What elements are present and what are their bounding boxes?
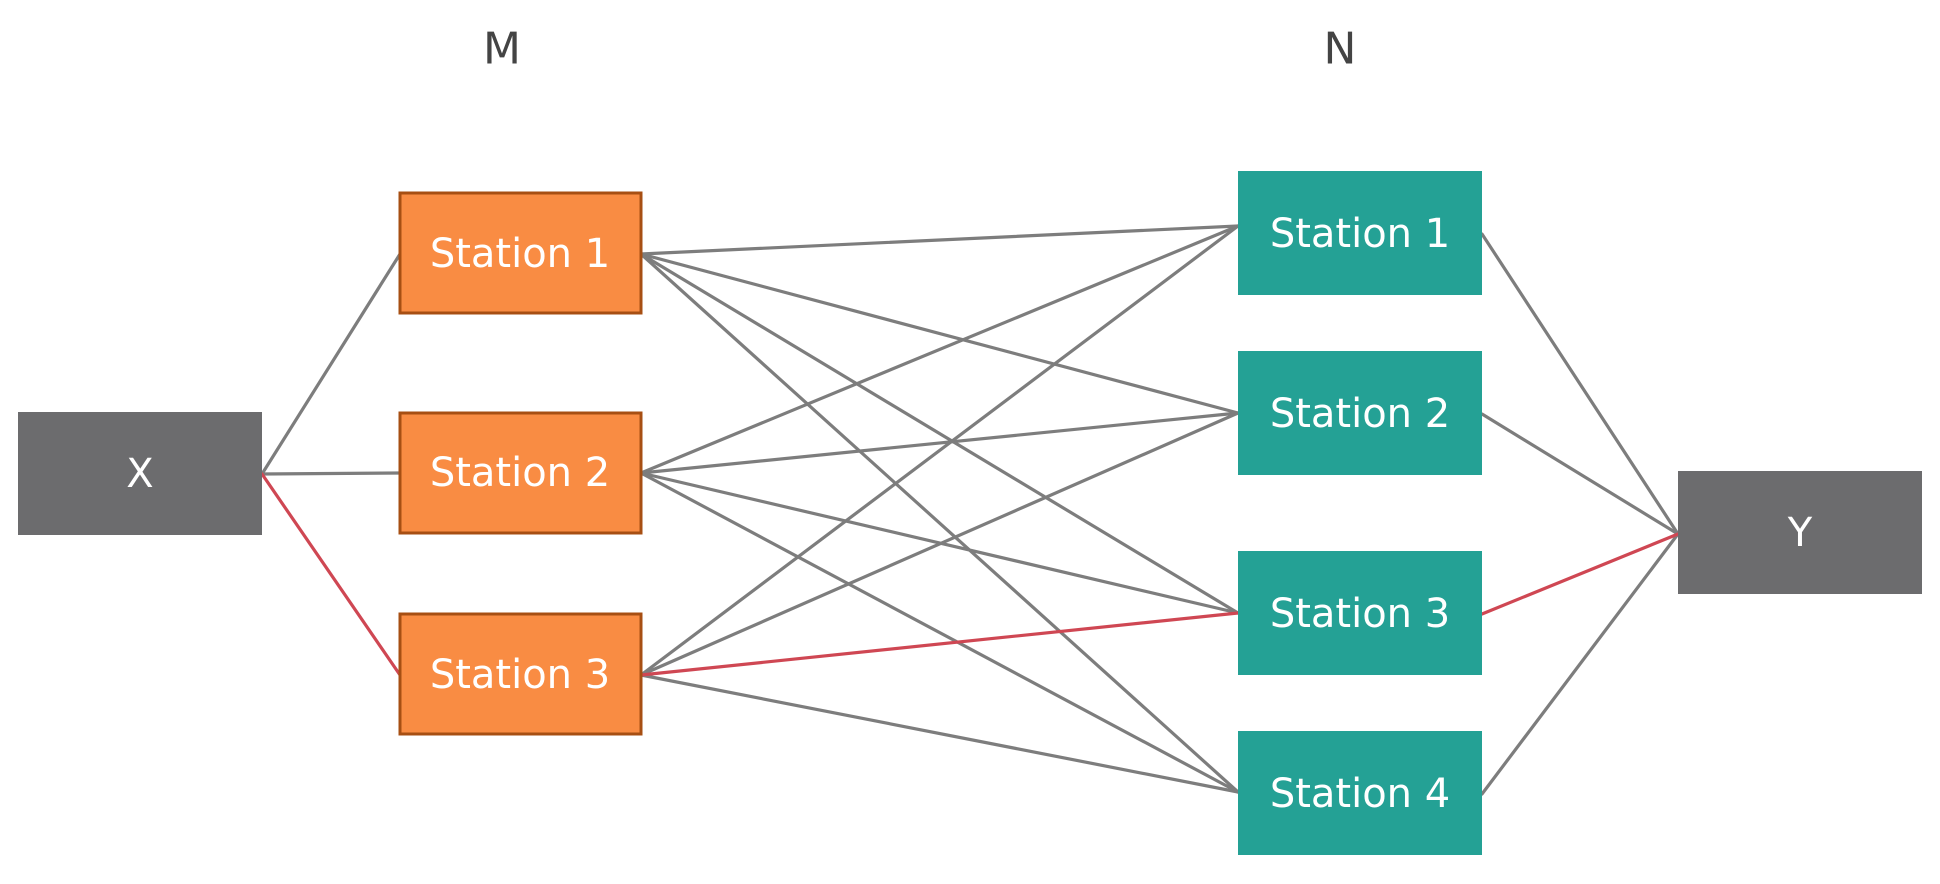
edge-m3-n3-highlighted	[639, 611, 1240, 677]
edges-layer	[260, 224, 1680, 796]
edge-x-m3-highlighted	[260, 472, 402, 677]
node-m-station-2-box	[398, 411, 643, 535]
node-n-station-4[interactable]: Station 4	[1238, 731, 1482, 855]
node-m-station-2-label: Station 2	[430, 450, 610, 496]
node-n-station-1-box	[1238, 171, 1482, 295]
node-m-station-1[interactable]: Station 1	[398, 191, 643, 315]
node-n-station-4-box	[1238, 731, 1482, 855]
node-m-station-3-label: Station 3	[430, 652, 610, 698]
edge-m2-n4	[639, 471, 1240, 794]
edge-m1-n2	[639, 252, 1240, 415]
edge-n2-y	[1480, 412, 1680, 536]
node-n-station-2-label: Station 2	[1270, 391, 1450, 437]
edge-m3-n2	[639, 411, 1240, 677]
node-y-box	[1678, 471, 1922, 594]
column-label-n: N	[1324, 24, 1357, 75]
node-m-station-1-box	[398, 191, 643, 315]
edge-m1-n3	[639, 252, 1240, 615]
edge-n3-y-highlighted	[1480, 532, 1680, 616]
node-n-station-2-box	[1238, 351, 1482, 475]
edge-m1-n1	[639, 224, 1240, 256]
edge-m2-n1	[639, 224, 1240, 475]
node-y-label: Y	[1787, 510, 1813, 556]
edge-m3-n4	[639, 673, 1240, 794]
node-x-box	[18, 412, 262, 535]
node-m-station-1-label: Station 1	[430, 231, 610, 277]
edge-x-m1	[260, 252, 402, 476]
node-n-station-1[interactable]: Station 1	[1238, 171, 1482, 295]
node-y[interactable]: Y	[1678, 471, 1922, 594]
node-n-station-3-box	[1238, 551, 1482, 675]
node-x[interactable]: X	[18, 412, 262, 535]
node-m-station-2[interactable]: Station 2	[398, 411, 643, 535]
node-n-station-2[interactable]: Station 2	[1238, 351, 1482, 475]
node-x-label: X	[126, 451, 153, 497]
node-m-station-3-box	[398, 612, 643, 736]
edge-n1-y	[1480, 232, 1680, 536]
column-label-m: M	[483, 24, 521, 75]
edge-m3-n1	[639, 224, 1240, 677]
node-m-station-3[interactable]: Station 3	[398, 612, 643, 736]
node-n-station-4-label: Station 4	[1270, 771, 1450, 817]
edge-m2-n2	[639, 411, 1240, 475]
edge-n4-y	[1480, 532, 1680, 796]
node-n-station-3-label: Station 3	[1270, 591, 1450, 637]
edge-x-m2	[260, 471, 402, 476]
edge-m1-n4	[639, 252, 1240, 794]
node-n-station-1-label: Station 1	[1270, 211, 1450, 257]
node-n-station-3[interactable]: Station 3	[1238, 551, 1482, 675]
